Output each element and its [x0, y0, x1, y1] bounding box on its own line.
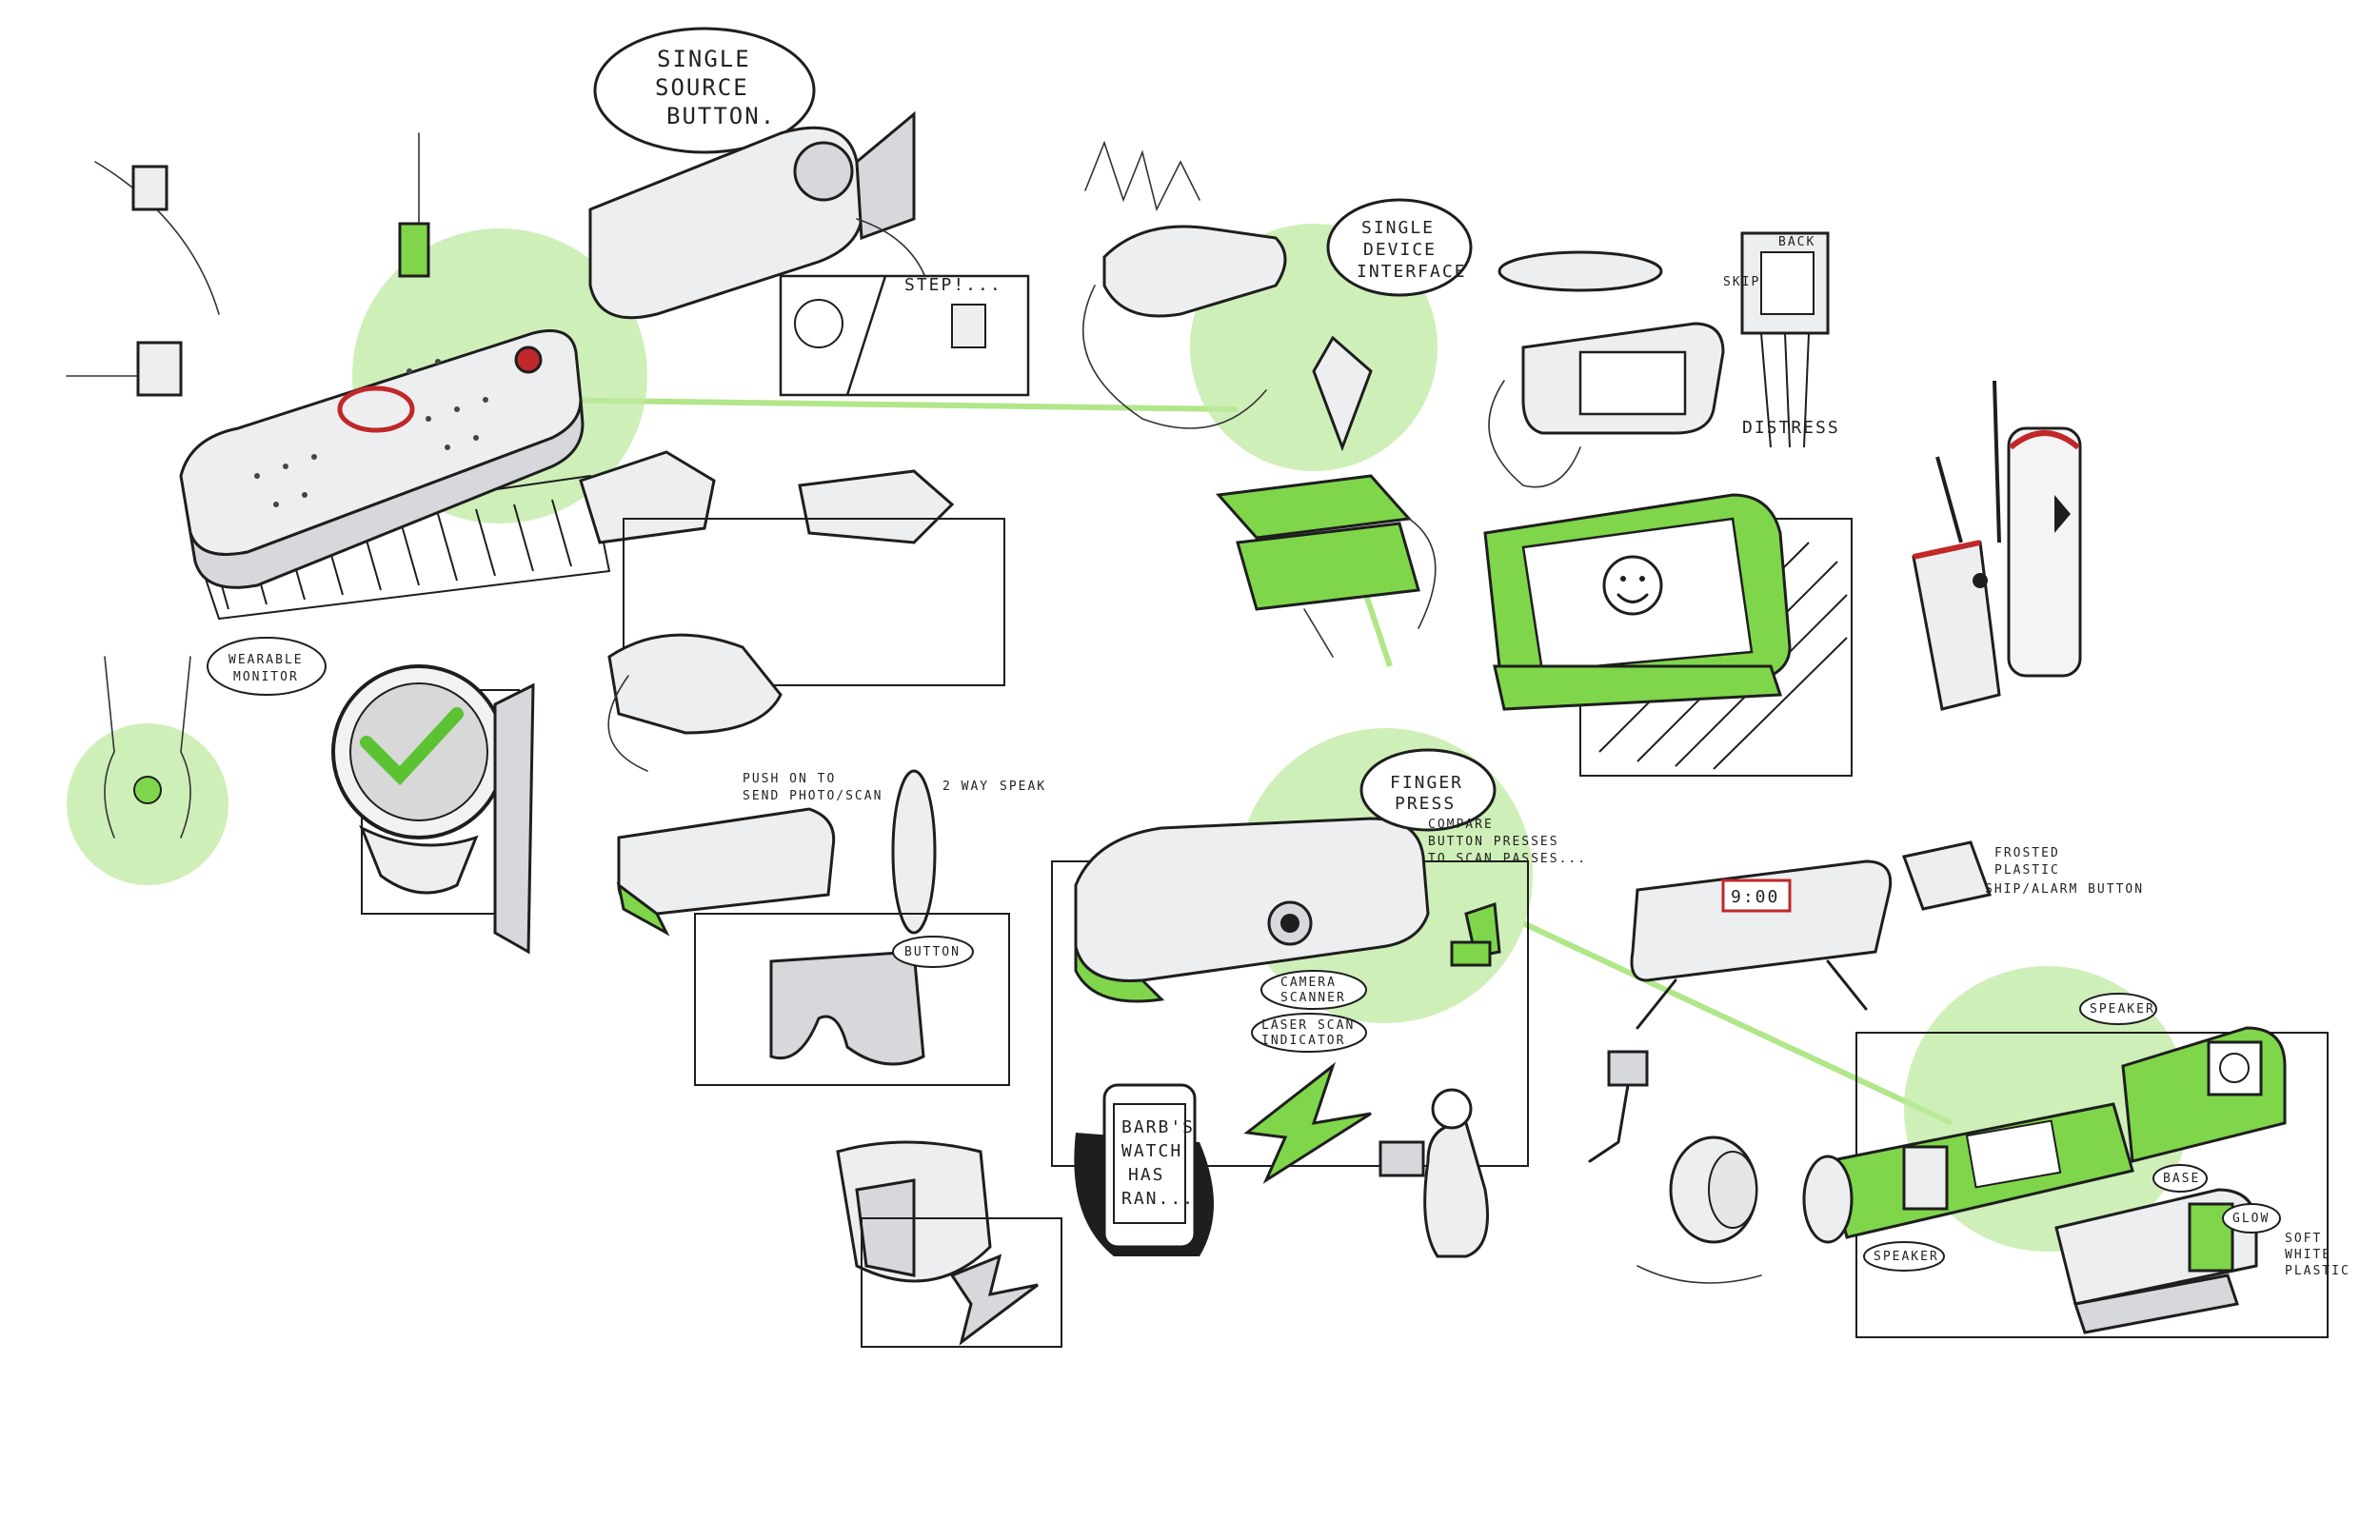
- note-indicator: INDICATOR: [1261, 1034, 1345, 1048]
- note-single-device: SINGLE: [1361, 218, 1435, 238]
- clock-time: 9:00: [1731, 887, 1779, 907]
- phone-text-line-3: HAS: [1128, 1165, 1165, 1185]
- single-device-interface-sketch: SINGLE DEVICE INTERFACE: [1081, 140, 1473, 452]
- note-send-photo: SEND PHOTO/SCAN: [743, 789, 883, 803]
- note-device: DEVICE: [1363, 240, 1437, 260]
- note-white: WHITE: [2285, 1248, 2331, 1262]
- note-speaker-top: SPEAKER: [2090, 1002, 2155, 1017]
- note-plastic-soft: PLASTIC: [2285, 1264, 2350, 1278]
- phone-text-line-1: BARB'S: [1121, 1117, 1195, 1137]
- clock-dock-sketch: 9:00 FROSTED PLASTIC SHIP/ALARM BUTTON: [1630, 840, 2144, 1030]
- note-to-scan: TO SCAN PASSES...: [1428, 852, 1587, 866]
- note-plastic: PLASTIC: [1994, 863, 2060, 878]
- note-button-presses: BUTTON PRESSES: [1428, 835, 1559, 849]
- finger-press-watch-sketch: FINGER PRESS COMPARE BUTTON PRESSES TO S…: [1051, 748, 1587, 1167]
- note-finger: FINGER: [1390, 773, 1463, 793]
- note-camera: CAMERA: [1280, 976, 1337, 990]
- note-monitor: MONITOR: [233, 670, 299, 684]
- note-scanner: SCANNER: [1280, 991, 1346, 1005]
- note-step: STEP!...: [904, 275, 1002, 295]
- note-compare: COMPARE: [1428, 818, 1494, 832]
- note-soft: SOFT: [2285, 1232, 2322, 1246]
- storyboard-panels: STEP!...: [779, 274, 1030, 397]
- note-base: BASE: [2163, 1172, 2200, 1186]
- checkmark-icon: [360, 707, 464, 786]
- phone-text-line-2: WATCH: [1121, 1141, 1182, 1161]
- note-speaker-bottom: SPEAKER: [1874, 1250, 1939, 1264]
- bottom-center-device: [836, 1140, 1062, 1348]
- green-tablet-sketch: [1483, 493, 1853, 777]
- note-single: SINGLE: [657, 46, 751, 72]
- note-button: BUTTON.: [666, 103, 776, 129]
- note-button-label: BUTTON: [904, 945, 961, 959]
- note-back: BACK: [1778, 235, 1815, 249]
- note-2way: 2 WAY: [942, 780, 989, 794]
- glove-hand-sketch: [1378, 1088, 1489, 1258]
- note-glow: GLOW: [2232, 1212, 2270, 1226]
- smiley-face-icon: [1602, 555, 1663, 616]
- note-ship-alarm: SHIP/ALARM BUTTON: [1985, 882, 2144, 897]
- camera-stand-sketch: [1588, 1050, 1762, 1284]
- green-stacked-device-sketch: [1215, 474, 1437, 658]
- note-speak: SPEAK: [1000, 780, 1046, 794]
- phone-text-line-4: RAN...: [1121, 1189, 1195, 1209]
- main-device-sketch: [66, 132, 611, 621]
- push-to-send-sketch: PUSH ON TO SEND PHOTO/SCAN 2 WAY SPEAK B…: [616, 769, 1046, 1086]
- checkmark-device-sketch: [331, 664, 535, 955]
- note-push-on-to: PUSH ON TO: [743, 772, 836, 786]
- note-interface: INTERFACE: [1357, 262, 1467, 282]
- note-wearable: WEARABLE: [228, 653, 304, 667]
- mid-left-sketches: [579, 450, 1005, 772]
- phone-message-sketch: BARB'S WATCH HAS RAN...: [1074, 1083, 1214, 1256]
- pendant-devices: [1912, 380, 2082, 711]
- note-frosted: FROSTED: [1994, 846, 2060, 860]
- speaker-dock-sketch: SPEAKER BASE SPEAKER GLOW SOFT WHITE PLA…: [1802, 993, 2350, 1338]
- note-skip: SKIP: [1723, 275, 1760, 289]
- single-source-button-sketch: SINGLE SOURCE BUTTON.: [588, 27, 935, 344]
- note-source: SOURCE: [655, 74, 749, 101]
- note-press: PRESS: [1395, 794, 1456, 814]
- note-laser: LASER SCAN: [1261, 1018, 1355, 1033]
- wearable-monitor-sketch: WEARABLE MONITOR: [104, 637, 327, 839]
- note-distress: DISTRESS: [1742, 418, 1840, 438]
- smartwatch-sketch: BACK SKIP DISTRESS: [1488, 231, 1840, 488]
- lightning-icon: [1243, 1061, 1372, 1184]
